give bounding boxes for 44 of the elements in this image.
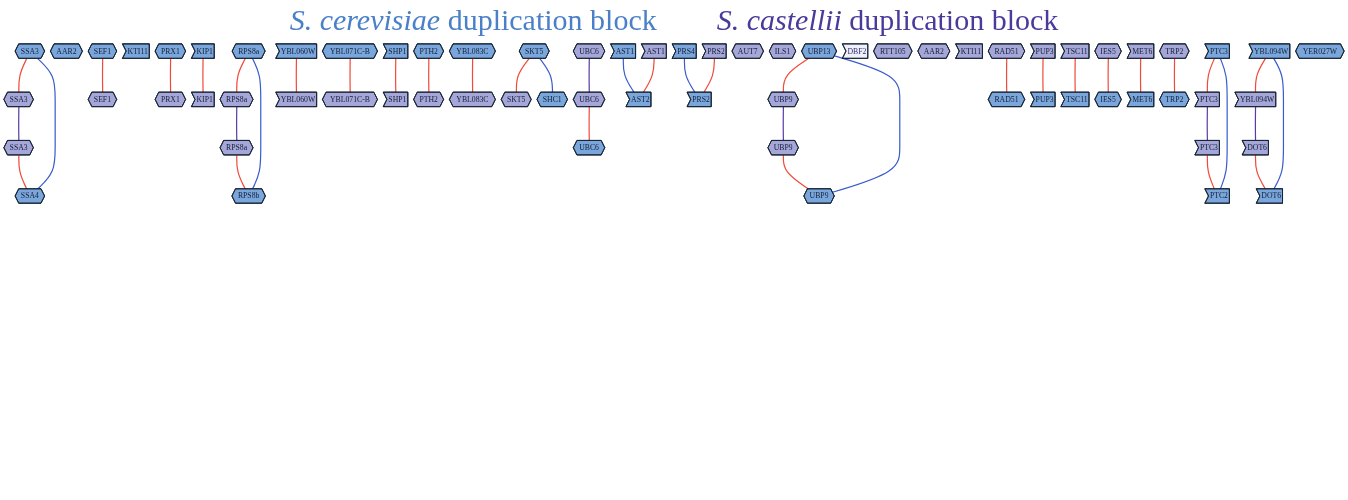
connector xyxy=(515,58,530,93)
connector xyxy=(588,58,590,93)
connector xyxy=(101,58,104,93)
connector xyxy=(251,58,262,190)
connector xyxy=(349,58,351,93)
connector xyxy=(202,58,204,93)
connector xyxy=(37,58,56,190)
connector xyxy=(1107,58,1109,93)
connector xyxy=(428,58,430,93)
connector xyxy=(1254,154,1266,190)
connector xyxy=(295,58,298,93)
connector xyxy=(683,58,696,93)
connector xyxy=(1042,58,1044,93)
connector xyxy=(782,154,810,190)
connector xyxy=(642,58,655,93)
connector xyxy=(1005,58,1008,93)
connector xyxy=(18,58,28,93)
connector xyxy=(236,154,246,190)
connector xyxy=(1173,58,1176,93)
connector xyxy=(1206,58,1215,93)
connector xyxy=(236,106,238,142)
connector xyxy=(1139,58,1142,93)
connector xyxy=(236,58,246,93)
connector xyxy=(1074,58,1076,93)
connector xyxy=(782,58,810,93)
connector xyxy=(1219,58,1228,190)
connector xyxy=(1206,154,1215,190)
block-title: S. cerevisiae duplication block xyxy=(289,3,657,37)
connector xyxy=(471,58,474,93)
connector xyxy=(588,106,590,142)
connector xyxy=(18,154,28,190)
connector xyxy=(1206,106,1208,142)
connector xyxy=(831,55,901,193)
connector xyxy=(169,58,172,93)
connector xyxy=(782,106,784,142)
connector xyxy=(1273,58,1285,190)
connector xyxy=(1254,58,1266,93)
block-title: S. castellii duplication block xyxy=(716,3,1059,37)
connector xyxy=(18,106,20,142)
connector xyxy=(395,58,397,93)
connector xyxy=(539,58,554,93)
connector xyxy=(622,58,635,93)
connector xyxy=(703,58,715,93)
connector xyxy=(1254,106,1257,142)
